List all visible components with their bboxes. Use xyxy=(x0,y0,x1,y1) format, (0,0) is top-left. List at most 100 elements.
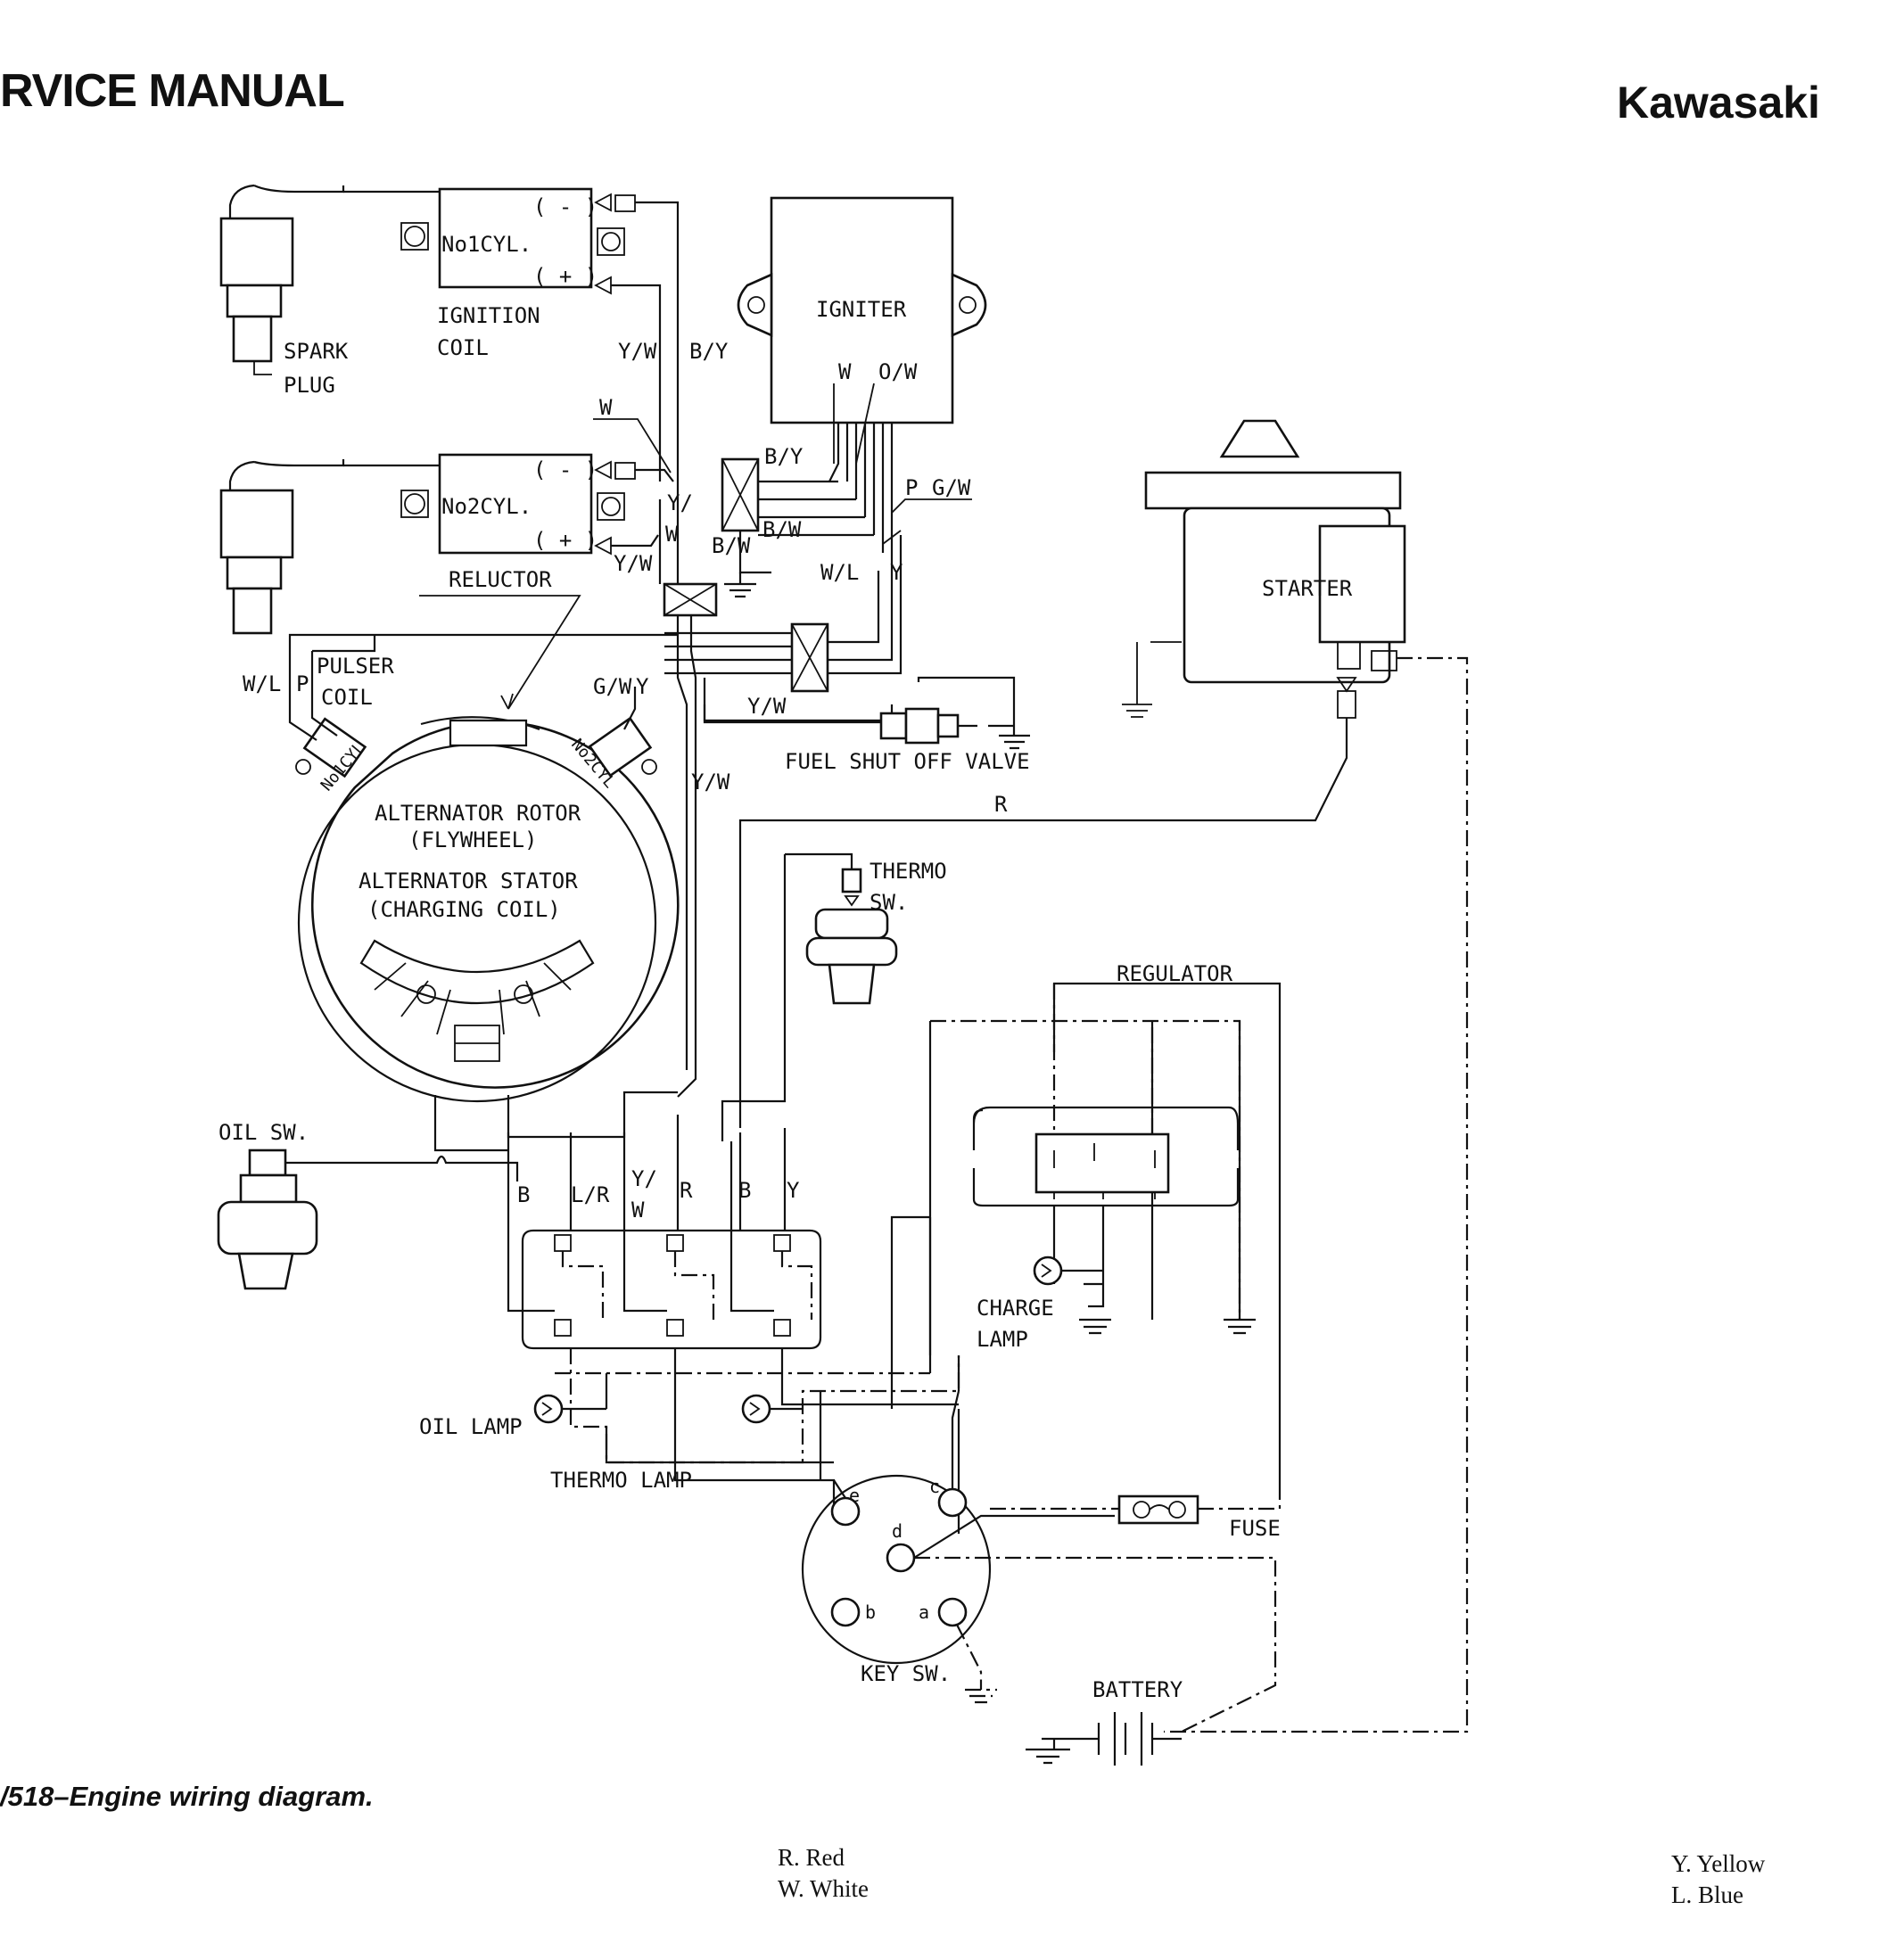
fuel-shut-off-valve xyxy=(703,676,1030,750)
relay-block xyxy=(507,1132,822,1350)
wire-by-1 xyxy=(635,201,680,482)
wire-yw-1 xyxy=(611,284,662,482)
label-minus-1: ( - ) xyxy=(533,194,598,219)
spark-plug-1 xyxy=(219,184,345,375)
igniter-harness xyxy=(758,383,894,571)
oil-lamp xyxy=(533,1394,606,1424)
battery xyxy=(1026,1712,1182,1766)
legend-white: W. White xyxy=(778,1875,869,1902)
thermo-lamp xyxy=(605,1394,834,1464)
label-rotor-2: (FLYWHEEL) xyxy=(408,827,538,852)
spark-plug-2 xyxy=(219,459,345,635)
code-w-1: W xyxy=(599,395,613,420)
label-starter: STARTER xyxy=(1262,576,1353,601)
label-spark-plug-1: SPARK xyxy=(284,339,349,364)
label-pulser-2: COIL xyxy=(321,685,373,710)
label-rotor-1: ALTERNATOR ROTOR xyxy=(375,801,581,826)
code-yw-2: Y/W xyxy=(614,551,653,576)
label-reluctor: RELUCTOR xyxy=(449,567,552,592)
color-legend-right: Y. Yellow L. Blue xyxy=(1671,1848,1765,1911)
connector-2 xyxy=(663,582,718,617)
code-b-2: B xyxy=(738,1178,751,1203)
pulser-coil-no1 xyxy=(288,651,367,778)
label-battery: BATTERY xyxy=(1092,1677,1183,1702)
label-oil-lamp: OIL LAMP xyxy=(419,1414,523,1439)
label-charge-lamp-2: LAMP xyxy=(977,1327,1028,1352)
code-bw-2: B/W xyxy=(712,533,751,558)
igniter xyxy=(737,196,987,424)
code-by-1: B/Y xyxy=(689,339,729,364)
code-yw-1: Y/W xyxy=(618,339,657,364)
connector-1 xyxy=(721,457,760,532)
label-oil-sw: OIL SW. xyxy=(218,1120,309,1145)
ignition-coil-no1 xyxy=(400,187,625,289)
label-pulser-1: PULSER xyxy=(317,654,394,679)
coil-connectors xyxy=(594,193,636,556)
code-bw-1: B/W xyxy=(762,517,802,542)
label-no1cyl: No1CYL. xyxy=(441,232,532,257)
code-w-igniter: W xyxy=(838,359,852,384)
code-y-slash-2: Y/ xyxy=(631,1166,657,1191)
code-wl-2: W/L xyxy=(243,671,281,696)
label-regulator: REGULATOR xyxy=(1117,961,1233,986)
code-w-3: W xyxy=(631,1198,645,1223)
alternator xyxy=(297,716,680,1103)
code-gw-1: G/W xyxy=(932,475,971,500)
code-w-2: W xyxy=(665,522,679,547)
label-ignition-coil-2: COIL xyxy=(437,335,489,360)
page-header-title: RVICE MANUAL xyxy=(0,65,345,117)
label-term-b: b xyxy=(865,1601,876,1623)
label-fuse: FUSE xyxy=(1229,1516,1281,1541)
oil-switch xyxy=(217,1149,519,1290)
label-thermo-lamp: THERMO LAMP xyxy=(550,1468,692,1493)
label-stator-1: ALTERNATOR STATOR xyxy=(359,869,578,893)
label-thermo-sw-2: SW. xyxy=(870,890,908,915)
label-plus-1: ( + ) xyxy=(533,264,598,289)
label-no2cyl: No2CYL. xyxy=(441,494,532,519)
label-ignition-coil-1: IGNITION xyxy=(437,303,540,328)
thermo-switch xyxy=(785,852,898,1005)
label-key-sw: KEY SW. xyxy=(861,1661,951,1686)
label-plus-2: ( + ) xyxy=(533,528,598,553)
code-b-1: B xyxy=(517,1182,530,1207)
legend-yellow: Y. Yellow xyxy=(1671,1850,1766,1877)
pulser-coil-no2 xyxy=(588,687,657,778)
code-y-2: Y xyxy=(636,674,649,699)
ground-1 xyxy=(724,531,771,598)
code-r-2: R xyxy=(680,1178,693,1203)
brand-name: Kawasaki xyxy=(1617,78,1820,128)
label-term-d: d xyxy=(892,1520,903,1542)
code-p-2: P xyxy=(296,671,309,696)
ignition-coil-no2 xyxy=(400,453,625,555)
code-r-1: R xyxy=(994,792,1008,817)
code-ow-igniter: O/W xyxy=(878,359,918,384)
code-y-slash-1: Y/ xyxy=(667,490,693,515)
figure-caption: /518–Engine wiring diagram. xyxy=(0,1781,374,1812)
key-switch xyxy=(801,1390,1277,1733)
code-gw-2: G/W xyxy=(593,674,632,699)
starter xyxy=(1122,419,1406,719)
label-igniter: IGNITER xyxy=(816,297,907,322)
label-minus-2: ( - ) xyxy=(533,457,598,482)
code-by-2: B/Y xyxy=(764,444,804,469)
wire-battery-starter xyxy=(1164,656,1469,1733)
code-y-3: Y xyxy=(787,1178,800,1203)
color-legend-mid: R. Red W. White xyxy=(778,1842,869,1905)
legend-red: R. Red xyxy=(778,1844,845,1871)
code-yw-3: Y/W xyxy=(747,694,787,719)
regulator xyxy=(928,982,1282,1494)
label-term-e: e xyxy=(849,1485,860,1506)
fuse xyxy=(990,1494,1282,1525)
code-p-1: P xyxy=(905,475,918,500)
label-fuel-valve: FUEL SHUT OFF VALVE xyxy=(785,749,1030,774)
label-spark-plug-2: PLUG xyxy=(284,373,335,398)
label-stator-2: (CHARGING COIL) xyxy=(367,897,561,922)
wire-r-starter xyxy=(738,718,1348,1128)
label-term-a: a xyxy=(919,1601,929,1623)
label-thermo-sw-1: THERMO xyxy=(870,859,947,884)
main-harness xyxy=(658,482,903,1098)
legend-blue: L. Blue xyxy=(1671,1881,1743,1908)
connector-3 xyxy=(790,622,829,693)
charge-lamp xyxy=(1033,1256,1103,1286)
